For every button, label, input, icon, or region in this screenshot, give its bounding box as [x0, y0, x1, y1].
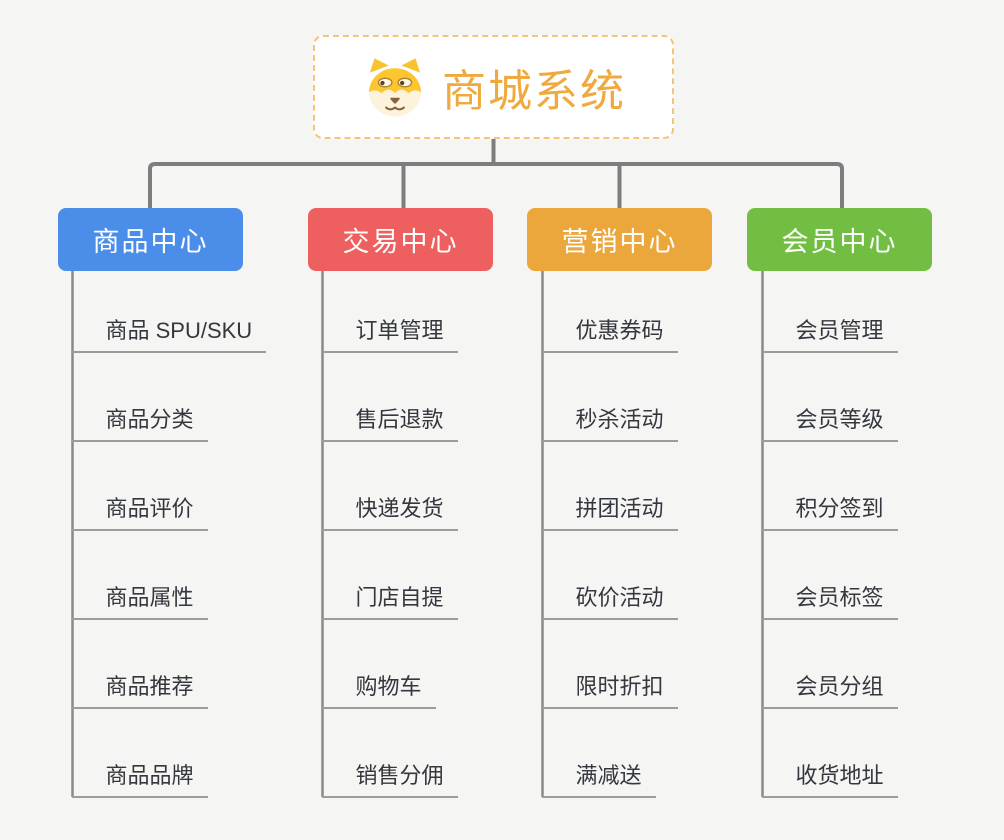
- root-label: 商城系统: [442, 67, 626, 116]
- child-node-goods-recommend[interactable]: 商品推荐: [71, 669, 208, 709]
- child-node-goods-category[interactable]: 商品分类: [71, 402, 208, 442]
- child-node-goods-brand[interactable]: 商品品牌: [71, 758, 208, 798]
- branch-node-trade-center[interactable]: 交易中心: [308, 208, 493, 271]
- child-list-trade: 订单管理 售后退款 快递发货 门店自提 购物车 销售分佣: [321, 264, 458, 798]
- child-node-coupon-code[interactable]: 优惠券码: [541, 313, 678, 353]
- list-item: 售后退款: [321, 353, 458, 442]
- list-item: 收货地址: [761, 709, 898, 798]
- list-item: 拼团活动: [541, 442, 678, 531]
- branch-node-goods-center[interactable]: 商品中心: [58, 208, 243, 271]
- list-item: 订单管理: [321, 264, 458, 353]
- branch-node-member-center[interactable]: 会员中心: [747, 208, 932, 271]
- child-node-points-checkin[interactable]: 积分签到: [761, 491, 898, 531]
- shiba-dog-icon: [369, 58, 421, 117]
- child-node-member-group[interactable]: 会员分组: [761, 669, 898, 709]
- child-node-bargain-activity[interactable]: 砍价活动: [541, 580, 678, 620]
- child-node-express-shipping[interactable]: 快递发货: [321, 491, 458, 531]
- child-node-member-level[interactable]: 会员等级: [761, 402, 898, 442]
- list-item: 商品分类: [71, 353, 267, 442]
- child-node-sales-commission[interactable]: 销售分佣: [321, 758, 458, 798]
- child-node-shopping-cart[interactable]: 购物车: [321, 669, 436, 709]
- list-item: 门店自提: [321, 531, 458, 620]
- child-node-member-management[interactable]: 会员管理: [761, 313, 898, 353]
- child-list-member: 会员管理 会员等级 积分签到 会员标签 会员分组 收货地址: [761, 264, 898, 798]
- child-node-shipping-address[interactable]: 收货地址: [761, 758, 898, 798]
- list-item: 积分签到: [761, 442, 898, 531]
- child-node-order-management[interactable]: 订单管理: [321, 313, 458, 353]
- list-item: 快递发货: [321, 442, 458, 531]
- list-item: 优惠券码: [541, 264, 678, 353]
- root-node[interactable]: 商城系统: [313, 35, 674, 139]
- child-node-limited-time-discount[interactable]: 限时折扣: [541, 669, 678, 709]
- branch-node-marketing-center[interactable]: 营销中心: [527, 208, 712, 271]
- child-node-member-tag[interactable]: 会员标签: [761, 580, 898, 620]
- list-item: 会员等级: [761, 353, 898, 442]
- list-item: 会员管理: [761, 264, 898, 353]
- child-node-goods-attribute[interactable]: 商品属性: [71, 580, 208, 620]
- child-node-flash-sale[interactable]: 秒杀活动: [541, 402, 678, 442]
- list-item: 砍价活动: [541, 531, 678, 620]
- list-item: 商品品牌: [71, 709, 267, 798]
- child-node-full-reduction[interactable]: 满减送: [541, 758, 656, 798]
- child-node-aftersale-refund[interactable]: 售后退款: [321, 402, 458, 442]
- list-item: 商品属性: [71, 531, 267, 620]
- child-node-goods-review[interactable]: 商品评价: [71, 491, 208, 531]
- connector-bus: [148, 162, 844, 210]
- list-item: 商品推荐: [71, 620, 267, 709]
- list-item: 秒杀活动: [541, 353, 678, 442]
- child-node-group-buy[interactable]: 拼团活动: [541, 491, 678, 531]
- list-item: 限时折扣: [541, 620, 678, 709]
- list-item: 满减送: [541, 709, 678, 798]
- child-list-marketing: 优惠券码 秒杀活动 拼团活动 砍价活动 限时折扣 满减送: [541, 264, 678, 798]
- list-item: 会员分组: [761, 620, 898, 709]
- child-node-store-pickup[interactable]: 门店自提: [321, 580, 458, 620]
- list-item: 购物车: [321, 620, 458, 709]
- list-item: 销售分佣: [321, 709, 458, 798]
- child-list-goods: 商品 SPU/SKU 商品分类 商品评价 商品属性 商品推荐 商品品牌: [71, 264, 267, 798]
- list-item: 商品评价: [71, 442, 267, 531]
- list-item: 商品 SPU/SKU: [71, 264, 267, 353]
- list-item: 会员标签: [761, 531, 898, 620]
- child-node-goods-spu-sku[interactable]: 商品 SPU/SKU: [71, 313, 267, 353]
